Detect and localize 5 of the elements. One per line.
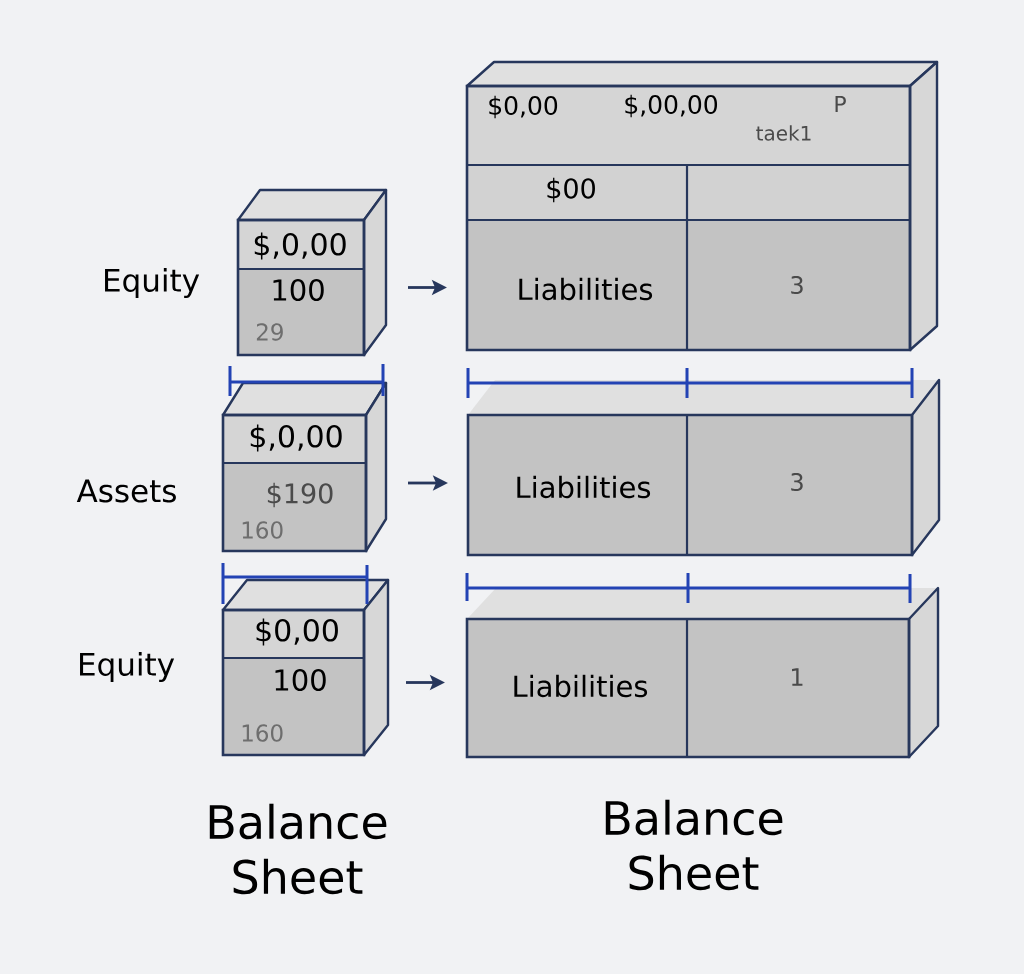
row-label: Equity xyxy=(80,652,175,682)
caption: Balance Sheet xyxy=(209,803,387,895)
row-label: Assets xyxy=(76,479,176,503)
caption: Balance Sheet xyxy=(605,799,783,891)
row-label: Equity xyxy=(105,268,200,298)
